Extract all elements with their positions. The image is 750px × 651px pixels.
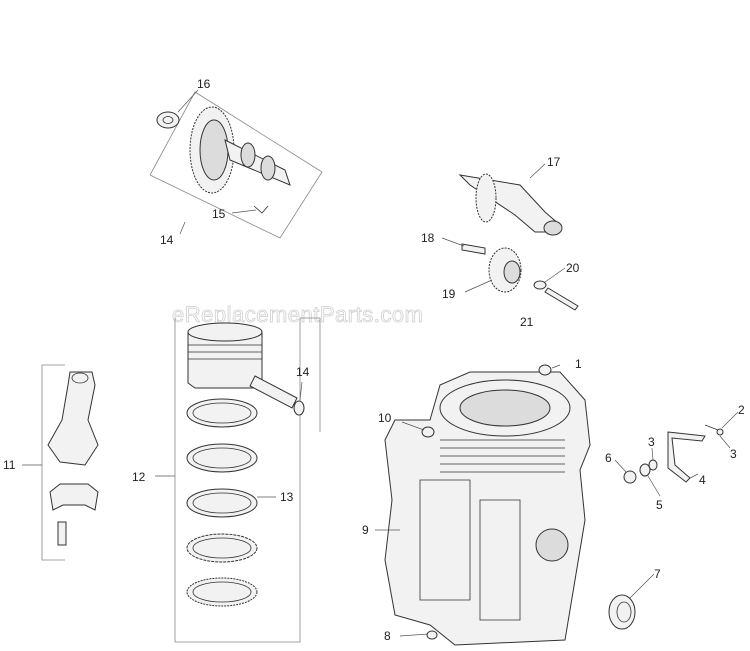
camshaft-frame <box>149 91 323 239</box>
callout-4: 4 <box>699 473 706 487</box>
callout-11: 11 <box>3 458 16 472</box>
part-screw-8 <box>426 630 438 640</box>
part-crankshaft-18 <box>458 174 561 233</box>
callout-3b: 3 <box>730 447 737 461</box>
callout-17: 16 <box>197 77 211 91</box>
part-piston-pin <box>249 375 298 409</box>
callout-8: 8 <box>384 629 391 643</box>
callout-18: 17 <box>547 155 561 169</box>
callout-15: 14 <box>160 233 174 247</box>
part-plug-1 <box>538 364 552 376</box>
part-screw-19 <box>461 243 486 255</box>
callout-21: 20 <box>566 261 580 275</box>
part-washer-21 <box>533 280 547 290</box>
callout-labels: 16 15 14 17 18 19 20 21 1 10 2 3 3 6 4 5… <box>3 77 745 643</box>
part-pin-22 <box>544 287 579 311</box>
part-plug-10 <box>421 426 435 438</box>
part-governor-lever-4 <box>667 431 706 483</box>
callout-9: 9 <box>362 523 369 537</box>
watermark: eReplacementParts.com <box>172 302 423 327</box>
part-pin-16 <box>253 205 269 214</box>
piston-rings <box>186 398 258 607</box>
part-rod-bolt <box>57 521 67 546</box>
callout-14: 14 <box>296 365 310 379</box>
callout-2: 2 <box>738 403 745 417</box>
crankcase-group <box>384 364 724 646</box>
connecting-rod-group <box>41 364 99 561</box>
leader-lines <box>22 89 739 637</box>
part-washer-5 <box>639 463 651 477</box>
callout-5: 5 <box>656 498 663 512</box>
part-connecting-rod <box>47 371 99 466</box>
camshaft-group <box>149 91 323 239</box>
part-oil-seal-7 <box>608 594 636 630</box>
callout-10: 10 <box>378 411 392 425</box>
part-washer-17 <box>156 111 180 129</box>
callout-22: 21 <box>520 315 534 329</box>
callout-16: 15 <box>212 207 226 221</box>
callout-3a: 3 <box>648 435 655 449</box>
piston-frame <box>174 317 321 643</box>
callout-6: 6 <box>605 451 612 465</box>
callout-19: 18 <box>421 231 435 245</box>
part-rod-cap <box>49 483 99 511</box>
callout-20: 19 <box>442 287 456 301</box>
part-bushing-6 <box>623 470 637 484</box>
callout-7: 7 <box>654 567 661 581</box>
callout-1: 1 <box>575 357 582 371</box>
callout-12: 12 <box>132 470 146 484</box>
rod-frame <box>41 364 65 561</box>
part-camshaft <box>224 139 291 186</box>
callout-13: 13 <box>280 490 294 504</box>
part-clip-14 <box>293 400 305 416</box>
part-pin-2 <box>704 424 719 431</box>
crankshaft-group <box>458 173 579 311</box>
piston-group <box>174 317 321 643</box>
